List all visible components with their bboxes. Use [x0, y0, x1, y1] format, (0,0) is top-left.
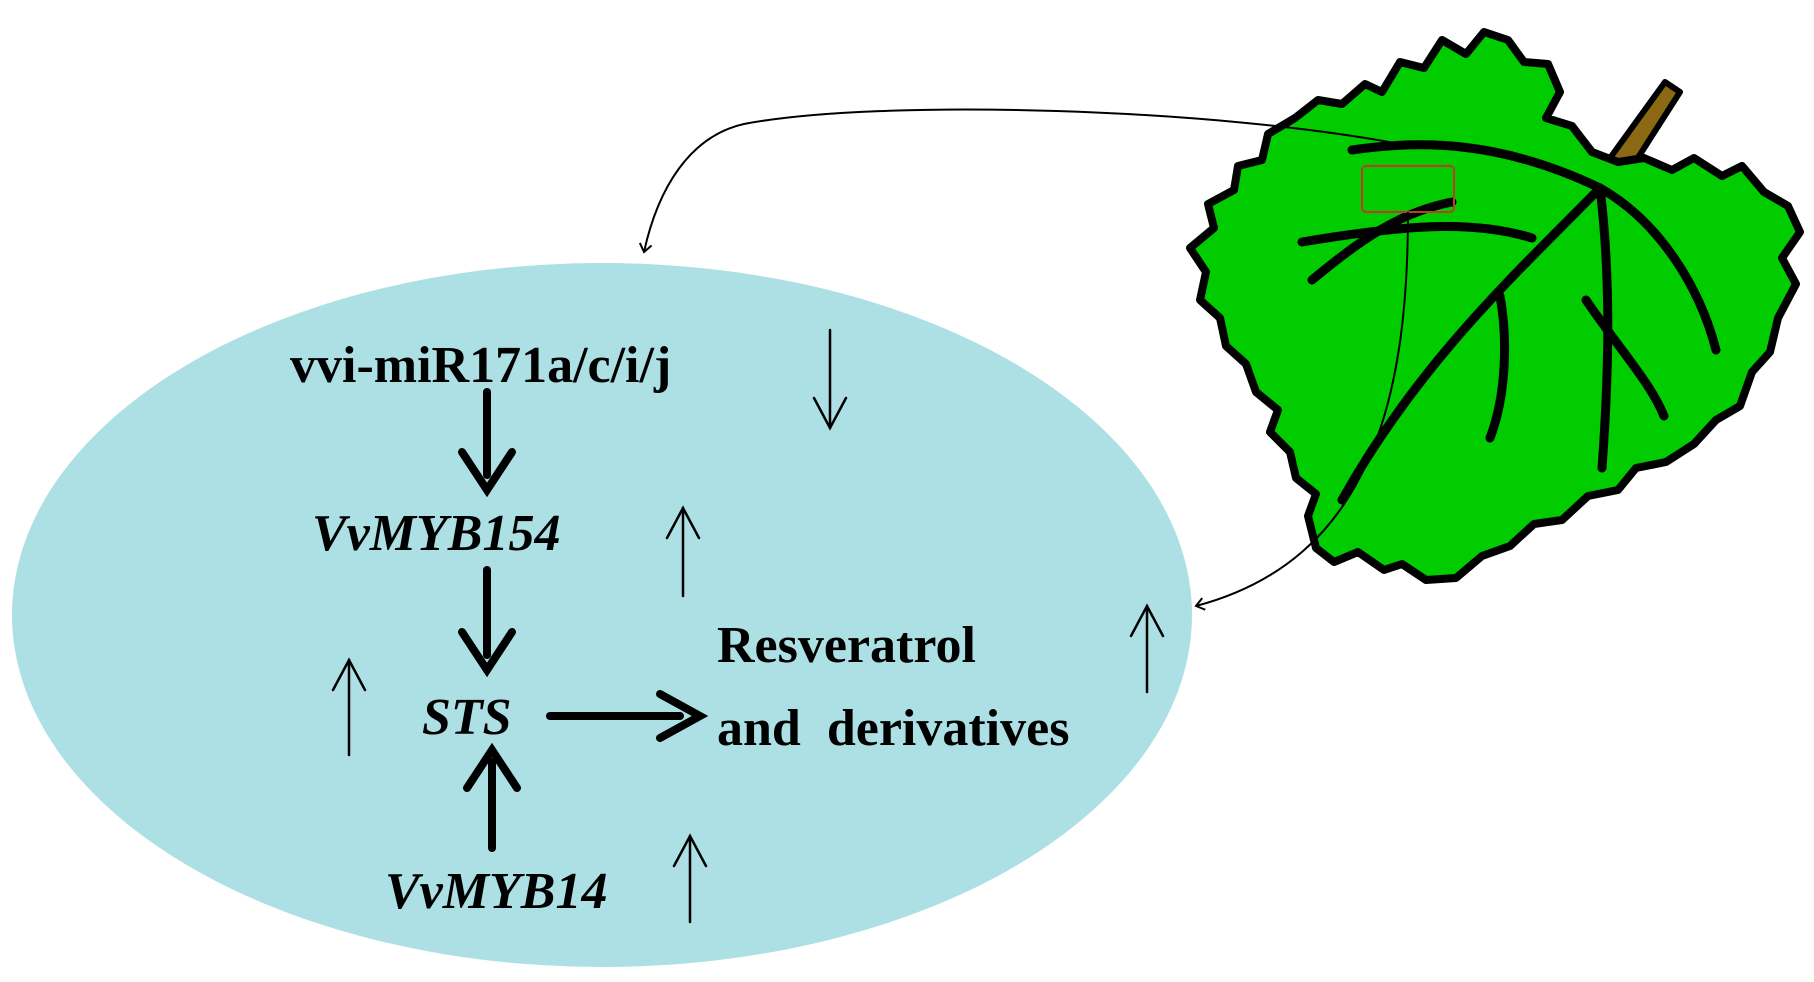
product-label-line2: and derivatives [717, 700, 1069, 757]
leaf-vein-branch-2 [1485, 291, 1510, 443]
myb14-label: VvMYB14 [385, 863, 607, 920]
leaf-vein-right-mid [1595, 183, 1613, 473]
myb14-up-arrow [672, 833, 708, 924]
mirna-down-arrow [812, 328, 848, 431]
product-up-arrow [1129, 603, 1165, 694]
leaf-blade [1186, 28, 1804, 584]
pathway-arrows [458, 388, 709, 852]
sts-up-arrow [331, 657, 367, 757]
grape-leaf-icon [1186, 28, 1804, 584]
leaf-vein-left [1297, 222, 1537, 247]
product-label-line1: Resveratrol [717, 617, 976, 674]
mirna-label: vvi-miR171a/c/i/j [290, 337, 671, 394]
myb154-up-arrow [665, 505, 701, 598]
leaf-to-cell-arrow-top [638, 108, 1411, 254]
leaf-to-cell-arrow-side [1194, 211, 1409, 611]
regulation-arrows [331, 328, 1165, 924]
leaf-vein-branch-1 [1581, 295, 1669, 421]
cell-ellipse [12, 263, 1192, 967]
leaf-vein-upper [1347, 140, 1605, 193]
leaf-vein-right-outer [1595, 183, 1721, 355]
leaf-vein-left-upper [1307, 197, 1457, 285]
sts-label: STS [422, 689, 512, 746]
myb154-label: VvMYB154 [312, 505, 560, 562]
